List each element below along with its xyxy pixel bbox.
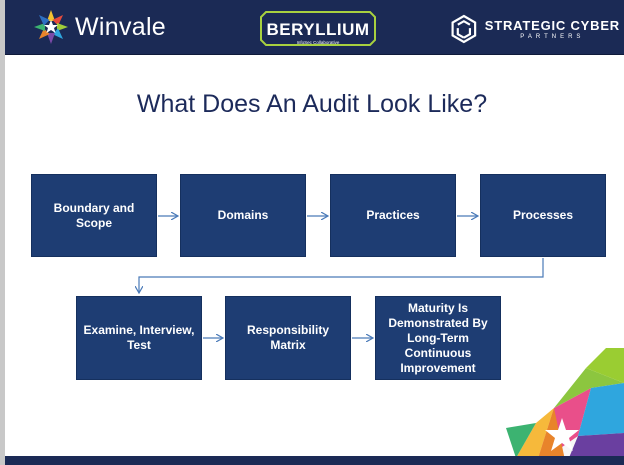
flow-box-examine-interview-test: Examine, Interview, Test xyxy=(76,296,202,380)
flow-box-processes: Processes xyxy=(480,174,606,257)
scp-wordmark: STRATEGIC CYBER xyxy=(484,18,620,33)
flow-box-responsibility-matrix: Responsibility Matrix xyxy=(225,296,351,380)
flow-box-domains: Domains xyxy=(180,174,306,257)
beryllium-tagline: InfoSec Collaborative xyxy=(297,40,340,45)
slide-header-banner: Winvale BERYLLIUM InfoSec Collaborative … xyxy=(5,0,624,55)
beryllium-logo: BERYLLIUM InfoSec Collaborative xyxy=(260,11,376,46)
winvale-star-icon xyxy=(34,10,68,44)
winvale-logo: Winvale xyxy=(33,8,183,46)
decorative-star-burst-graphic xyxy=(506,348,624,465)
scp-subtitle: PARTNERS xyxy=(520,34,585,40)
flow-box-boundary-and-scope: Boundary and Scope xyxy=(31,174,157,257)
winvale-wordmark: Winvale xyxy=(75,12,167,41)
flow-box-practices: Practices xyxy=(330,174,456,257)
hexagon-cube-icon xyxy=(451,14,477,44)
slide-footer-bar xyxy=(5,456,624,465)
flow-box-maturity: Maturity Is Demonstrated By Long-Term Co… xyxy=(375,296,501,380)
strategic-cyber-partners-logo: STRATEGIC CYBER PARTNERS xyxy=(450,12,620,46)
slide-title: What Does An Audit Look Like? xyxy=(136,90,488,118)
arrow-processes-to-examine xyxy=(139,258,544,293)
window-frame xyxy=(0,0,5,465)
beryllium-wordmark: BERYLLIUM xyxy=(266,20,369,39)
